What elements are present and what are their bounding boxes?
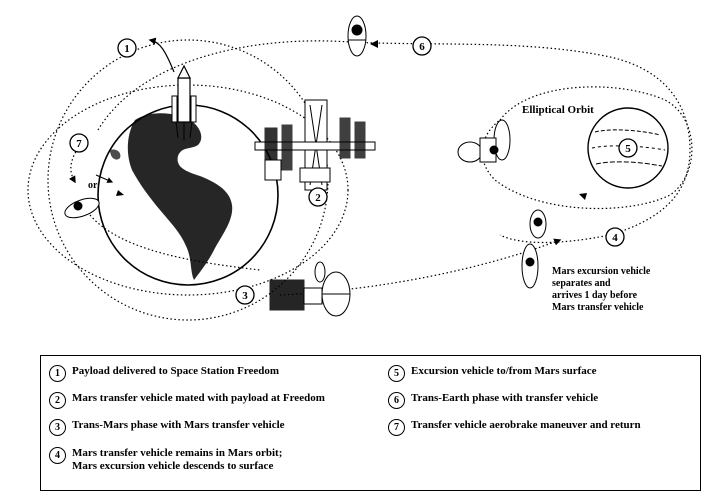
legend-item-7: 7 Transfer vehicle aerobrake maneuver an… <box>388 419 641 436</box>
svg-text:5: 5 <box>625 143 631 155</box>
svg-text:6: 6 <box>419 41 425 53</box>
callout-line-2: separates and <box>552 278 611 289</box>
step-marker-5: 5 <box>618 138 638 158</box>
step-marker-4: 4 <box>605 227 625 247</box>
excursion-vehicle-a <box>529 209 547 239</box>
svg-text:1: 1 <box>124 43 130 55</box>
svg-text:3: 3 <box>242 290 248 302</box>
callout-line-1: Mars excursion vehicle <box>552 266 651 277</box>
legend-text-4: Mars transfer vehicle remains in Mars or… <box>72 447 282 473</box>
legend-text-2: Mars transfer vehicle mated with payload… <box>72 392 325 404</box>
legend-item-5: 5 Excursion vehicle to/from Mars surface <box>388 365 597 382</box>
americas-landmass <box>127 113 233 280</box>
legend-text-1: Payload delivered to Space Station Freed… <box>72 365 280 377</box>
mission-diagram: 1 2 3 4 5 6 7 Elliptical Orbit or <box>27 15 693 321</box>
legend-text-6: Trans-Earth phase with transfer vehicle <box>411 392 599 404</box>
step-marker-3: 3 <box>235 285 255 305</box>
aerobrake-vehicle-7 <box>64 197 100 219</box>
legend-item-4: 4 Mars transfer vehicle remains in Mars … <box>49 447 282 473</box>
legend-text-4-line-1: Mars transfer vehicle remains in Mars or… <box>72 447 283 459</box>
svg-text:7: 7 <box>76 138 82 150</box>
mars-excursion-callout: Mars excursion vehicle separates and arr… <box>552 266 650 314</box>
legend-item-1: 1 Payload delivered to Space Station Fre… <box>49 365 279 382</box>
legend-number-4: 4 <box>49 447 66 464</box>
orbiting-vehicle-at-mars <box>457 119 511 163</box>
svg-text:2: 2 <box>315 192 321 204</box>
or-label: or <box>88 180 98 191</box>
step-marker-2: 2 <box>308 187 328 207</box>
step-markers: 1 2 3 4 5 6 7 <box>69 36 638 305</box>
step-marker-6: 6 <box>412 36 432 56</box>
launch-rocket <box>148 37 197 140</box>
excursion-vehicle-b <box>521 243 539 289</box>
legend-text-7: Transfer vehicle aerobrake maneuver and … <box>411 419 641 431</box>
legend-number-6: 6 <box>388 392 405 409</box>
space-station-freedom <box>254 99 376 191</box>
legend-text-5: Excursion vehicle to/from Mars surface <box>411 365 597 377</box>
legend-item-6: 6 Trans-Earth phase with transfer vehicl… <box>388 392 598 409</box>
legend-number-7: 7 <box>388 419 405 436</box>
step-marker-7: 7 <box>69 133 89 153</box>
earth-globe <box>97 104 279 286</box>
legend-number-2: 2 <box>49 392 66 409</box>
callout-line-4: Mars transfer vehicle <box>552 302 644 313</box>
legend-number-5: 5 <box>388 365 405 382</box>
svg-text:4: 4 <box>612 232 618 244</box>
step-marker-1: 1 <box>117 38 137 58</box>
orbit-arrows <box>116 40 587 200</box>
aerobrake-vehicle-6 <box>347 15 367 57</box>
legend-item-2: 2 Mars transfer vehicle mated with paylo… <box>49 392 325 409</box>
legend-item-3: 3 Trans-Mars phase with Mars transfer ve… <box>49 419 285 436</box>
legend-number-1: 1 <box>49 365 66 382</box>
legend-number-3: 3 <box>49 419 66 436</box>
legend-box: 1 Payload delivered to Space Station Fre… <box>40 355 701 491</box>
callout-line-3: arrives 1 day before <box>552 290 638 301</box>
legend-text-4-line-2: Mars excursion vehicle descends to surfa… <box>72 460 274 472</box>
elliptical-orbit-label: Elliptical Orbit <box>522 104 594 116</box>
mars-transfer-vehicle <box>269 261 351 317</box>
legend-text-3: Trans-Mars phase with Mars transfer vehi… <box>72 419 285 431</box>
alternate-arrow <box>95 174 114 183</box>
